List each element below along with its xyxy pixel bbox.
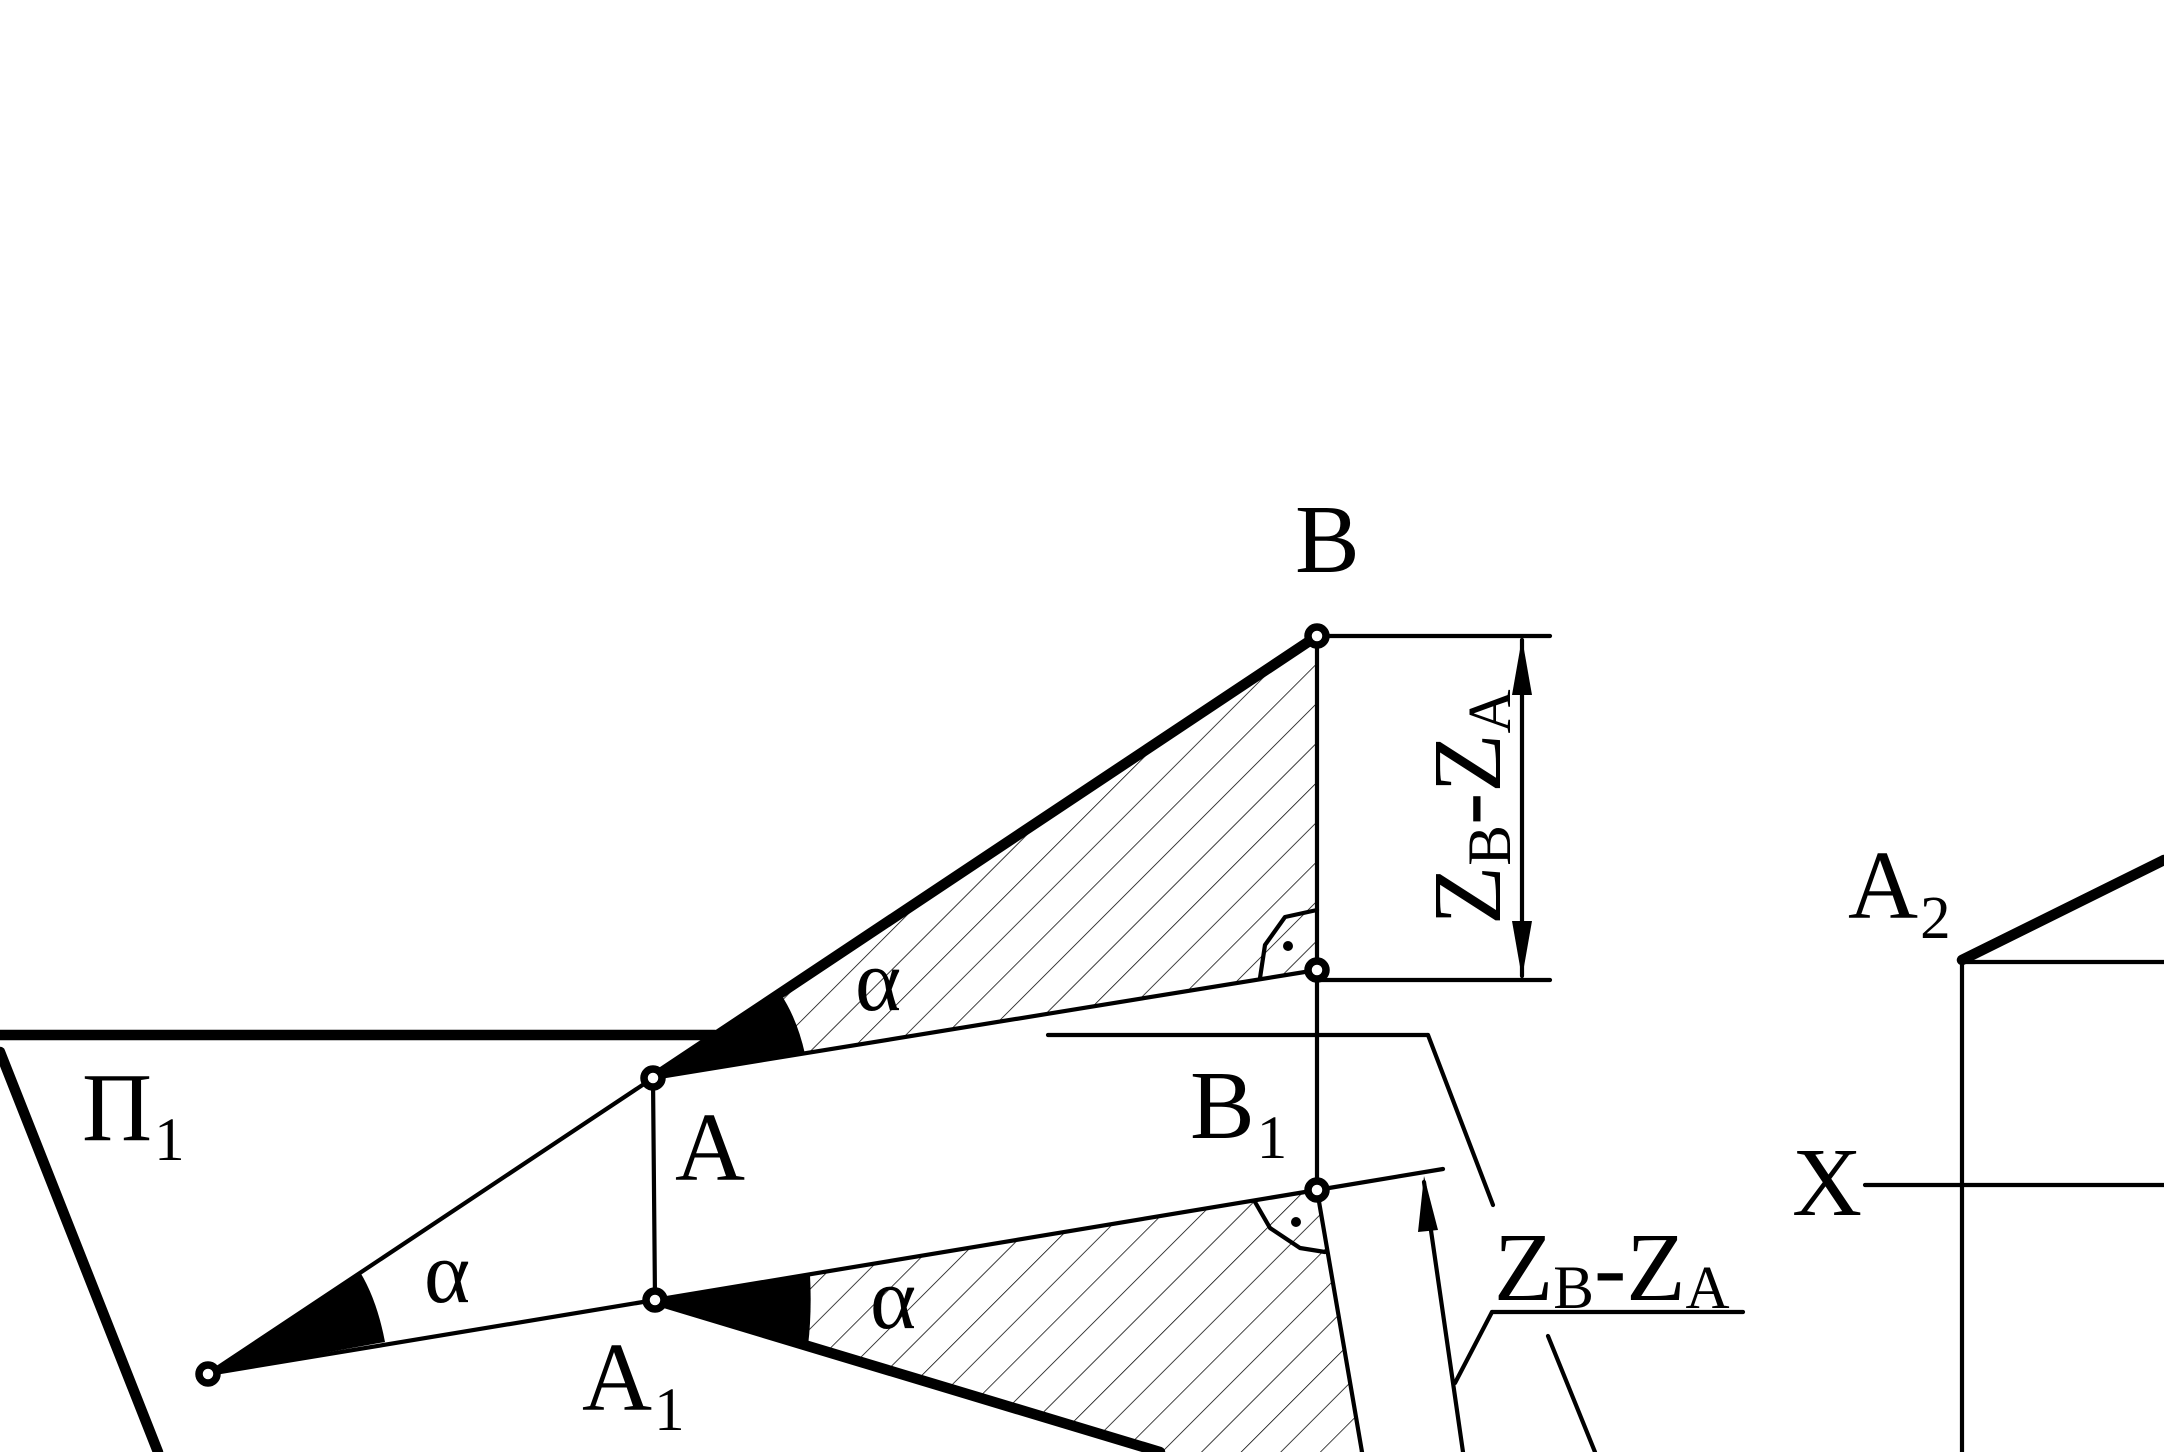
label-point-a1-main: A xyxy=(582,1324,652,1431)
label-dimension-lower: ZB-ZA xyxy=(1494,1214,1730,1322)
label-dimension-lower-z1: Z xyxy=(1494,1214,1553,1321)
label-alpha-left: α xyxy=(424,1225,470,1322)
vertical-projectors xyxy=(650,633,1320,1303)
right-angle-markers xyxy=(1252,907,1328,1255)
label-dimension-lower-sub2: A xyxy=(1686,1255,1730,1322)
trace-point-marker xyxy=(195,1361,221,1387)
label-plane-pi1-sub: 1 xyxy=(154,1107,185,1174)
point-a1-marker xyxy=(642,1287,668,1313)
label-point-a2: A2 xyxy=(1848,832,1951,952)
dimension-lower xyxy=(1418,1176,1746,1452)
point-b-marker xyxy=(1304,623,1330,649)
label-axis-x: X xyxy=(1792,1129,1862,1236)
label-point-a1: A1 xyxy=(582,1324,685,1444)
points xyxy=(195,623,1330,1387)
label-dimension-lower-dash: - xyxy=(1594,1214,1626,1321)
label-dimension-vertical-z2: Z xyxy=(1414,733,1521,792)
label-dimension-vertical-dash: - xyxy=(1414,793,1521,825)
label-dimension-vertical-sub1: B xyxy=(1457,825,1524,866)
label-dimension-lower-sub1: B xyxy=(1553,1255,1594,1322)
label-plane-pi1: П1 xyxy=(82,1054,185,1174)
dimension-vertical xyxy=(1314,633,1553,983)
point-b1-upper-marker xyxy=(1304,957,1330,983)
label-plane-pi1-main: П xyxy=(82,1054,152,1161)
point-a-marker xyxy=(640,1065,666,1091)
label-dimension-lower-z2: Z xyxy=(1626,1214,1685,1321)
label-dimension-vertical: ZB-ZA xyxy=(1414,689,1524,925)
label-point-b1-sub: 1 xyxy=(1257,1105,1288,1172)
label-point-a1-sub: 1 xyxy=(654,1377,685,1444)
label-point-a2-sub: 2 xyxy=(1920,885,1951,952)
label-alpha-upper: α xyxy=(855,933,901,1030)
label-point-b1-main: B xyxy=(1190,1052,1255,1159)
labels: B A B1 A1 A2 П1 X α α α ZB-ZA ZB-ZA xyxy=(82,486,1951,1444)
label-dimension-vertical-z1: Z xyxy=(1414,866,1521,925)
label-point-a2-main: A xyxy=(1848,832,1918,939)
label-point-b1: B1 xyxy=(1190,1052,1287,1172)
angle-wedges xyxy=(208,993,811,1374)
label-point-b: B xyxy=(1295,486,1360,593)
point-b1-marker xyxy=(1304,1177,1330,1203)
label-dimension-vertical-sub2: A xyxy=(1457,689,1524,733)
label-point-a: A xyxy=(675,1094,745,1201)
front-projection-fragment xyxy=(1862,854,2164,1452)
plane-pi1-outline xyxy=(0,1029,1598,1452)
label-alpha-lower: α xyxy=(870,1251,916,1348)
